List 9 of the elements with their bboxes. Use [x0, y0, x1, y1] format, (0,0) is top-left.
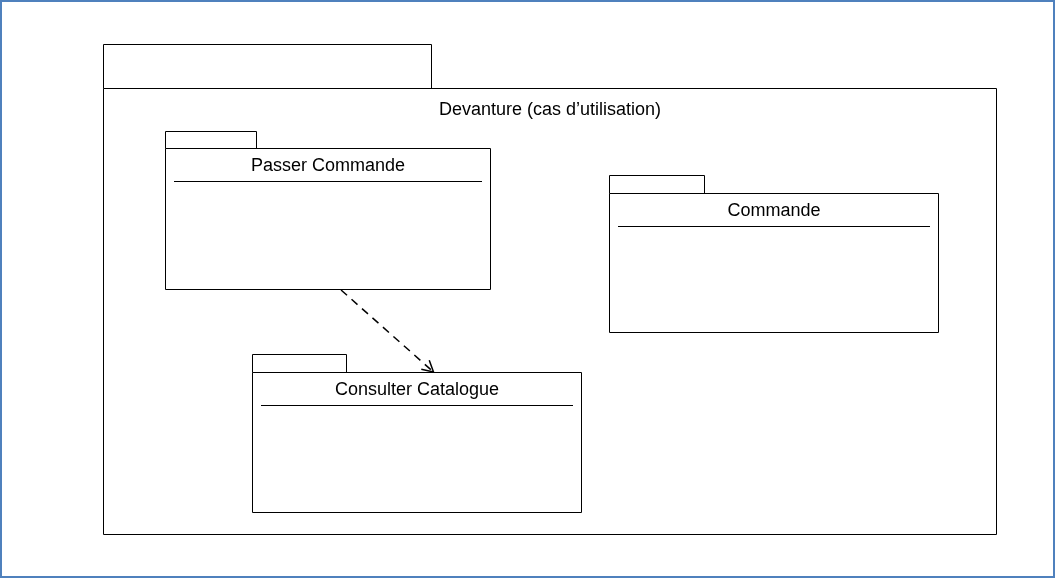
- package-title: Consulter Catalogue: [261, 377, 573, 406]
- package-title: Passer Commande: [174, 153, 482, 182]
- package-box: [609, 175, 939, 333]
- dependency-arrow: [340, 289, 435, 373]
- package-box: [252, 354, 582, 513]
- package-box: [103, 44, 997, 535]
- package-box: [165, 131, 491, 290]
- package-title: Devanture (cas d’utilisation): [437, 98, 663, 121]
- package-title: Commande: [618, 198, 930, 227]
